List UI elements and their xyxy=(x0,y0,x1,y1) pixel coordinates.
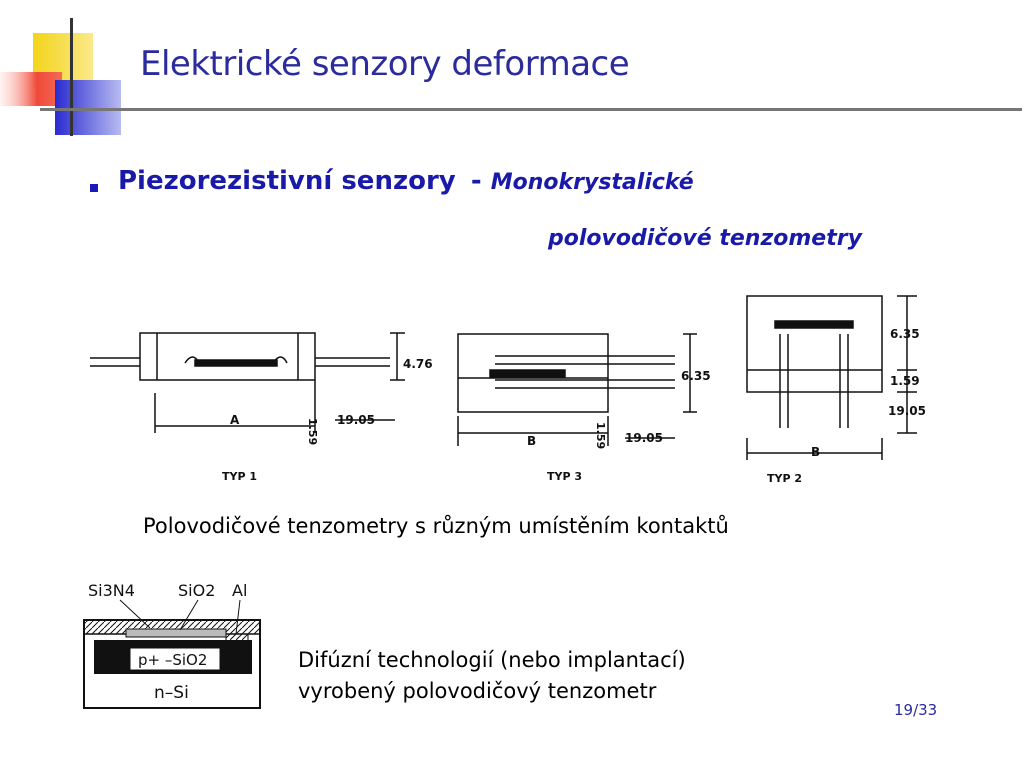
slide-decoration xyxy=(0,33,121,135)
label-si3n4: Si3N4 xyxy=(88,581,135,600)
heading-dash: - xyxy=(470,166,482,196)
typ1-dim-thickness: 1.59 xyxy=(306,418,319,445)
typ1-dim-lead: 19.05 xyxy=(337,413,375,427)
typ2-drawing xyxy=(746,295,917,460)
heading-line-2: polovodičové tenzometry xyxy=(548,226,862,251)
deco-blue-square xyxy=(55,80,121,135)
typ3-drawing xyxy=(457,333,697,446)
typ1-dim-a: A xyxy=(230,413,240,427)
heading-italic-2: polovodičové tenzometry xyxy=(548,226,862,251)
caption-diffusion-line-2: vyrobený polovodičový tenzometr xyxy=(298,679,657,703)
heading-italic-1: Monokrystalické xyxy=(490,170,694,195)
bullet-icon xyxy=(90,184,98,192)
typ2-dim-height: 6.35 xyxy=(890,327,920,341)
typ3-dim-height: 6.35 xyxy=(681,369,711,383)
typ1-dim-height: 4.76 xyxy=(403,357,433,371)
typ2-dim-thickness: 1.59 xyxy=(890,374,920,388)
diffusion-cross-section: Si3N4 SiO2 Al p+ –SiO2 n–Si xyxy=(83,581,261,709)
title-rule xyxy=(40,108,1022,111)
caption-gauge-types: Polovodičové tenzometry s různým umístěn… xyxy=(143,514,729,538)
gauge-types-figure: 4.76 A 1.59 19.05 TYP 1 6.35 B 1.59 19.0… xyxy=(90,295,925,485)
label-sio2: SiO2 xyxy=(178,581,215,600)
typ2-dim-b: B xyxy=(811,445,820,459)
label-nsi: n–Si xyxy=(154,683,189,703)
typ2-label: TYP 2 xyxy=(767,472,802,485)
caption-diffusion: Difúzní technologií (nebo implantací) vy… xyxy=(298,645,686,707)
typ3-dim-b: B xyxy=(527,434,536,448)
label-al: Al xyxy=(232,581,247,600)
caption-diffusion-line-1: Difúzní technologií (nebo implantací) xyxy=(298,648,686,672)
deco-vertical-line xyxy=(70,18,73,136)
slide-title: Elektrické senzory deformace xyxy=(140,44,630,84)
typ3-label: TYP 3 xyxy=(547,470,582,483)
label-p-sio2: p+ –SiO2 xyxy=(138,651,207,669)
typ3-dim-lead: 19.05 xyxy=(625,431,663,445)
deco-red-bar xyxy=(0,72,62,106)
typ1-drawing xyxy=(90,332,405,433)
heading-bold: Piezorezistivní senzory xyxy=(118,166,456,196)
typ2-dim-lead: 19.05 xyxy=(888,404,925,418)
page-number: 19/33 xyxy=(894,701,938,719)
typ1-label: TYP 1 xyxy=(222,470,257,483)
typ3-dim-thickness: 1.59 xyxy=(594,422,607,449)
bullet-heading: Piezorezistivní senzory - Monokrystalick… xyxy=(118,166,694,196)
